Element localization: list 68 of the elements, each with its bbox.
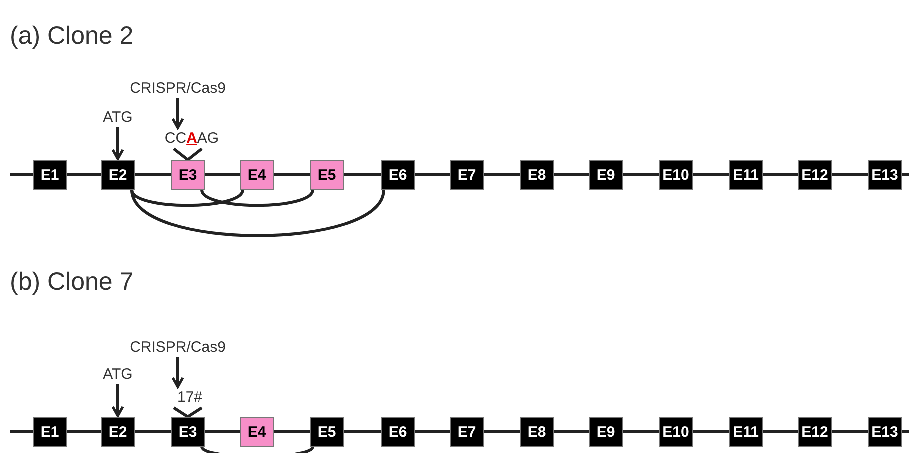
- arrow: [112, 127, 124, 160]
- splice-arc: [200, 446, 314, 453]
- exon-box: E7: [450, 417, 484, 447]
- arrow: [172, 357, 184, 388]
- splice-arc: [130, 189, 244, 208]
- exon-box: E3: [171, 417, 205, 447]
- intron-line: [415, 430, 450, 434]
- insertion-caret: [173, 406, 203, 419]
- intron-line: [832, 430, 868, 434]
- exon-box: E5: [310, 417, 344, 447]
- splice-arc: [200, 189, 314, 208]
- arrow: [172, 98, 184, 130]
- intron-line: [693, 174, 729, 176]
- intron-line: [205, 430, 240, 434]
- intron-line: [274, 174, 310, 176]
- annotation-text: ATG: [100, 365, 136, 383]
- exon-box: E4: [240, 417, 274, 447]
- exon-box: E13: [868, 160, 902, 190]
- exon-box: E13: [868, 417, 902, 447]
- exon-box: E11: [729, 417, 763, 447]
- exon-box: E2: [101, 160, 135, 190]
- exon-box: E3: [171, 160, 205, 190]
- intron-line: [415, 174, 450, 176]
- intron-line: [205, 174, 240, 176]
- exon-box: E10: [659, 160, 693, 190]
- annotation-text: 17#: [175, 388, 205, 406]
- annotation-text: CCAAG: [164, 129, 220, 147]
- intron-line: [135, 430, 171, 434]
- exon-box: E7: [450, 160, 484, 190]
- annotation-text: ATG: [100, 108, 136, 126]
- intron-line: [274, 430, 310, 434]
- intron-line: [135, 174, 171, 176]
- arrow: [112, 384, 124, 418]
- exon-box: E1: [33, 160, 67, 190]
- panel-title: (b) Clone 7: [10, 268, 134, 297]
- exon-box: E8: [520, 160, 554, 190]
- annotation-text: CRISPR/Cas9: [133, 338, 223, 356]
- exon-box: E11: [729, 160, 763, 190]
- intron-line: [344, 430, 381, 434]
- intron-line: [763, 174, 798, 176]
- intron-line: [832, 174, 868, 176]
- exon-box: E1: [33, 417, 67, 447]
- intron-line: [344, 174, 381, 176]
- intron-line: [554, 430, 589, 434]
- exon-box: E9: [589, 417, 623, 447]
- exon-box: E10: [659, 417, 693, 447]
- exon-box: E6: [381, 160, 415, 190]
- intron-line: [693, 430, 729, 434]
- intron-line: [763, 430, 798, 434]
- annotation-text: CRISPR/Cas9: [133, 79, 223, 97]
- exon-box: E12: [798, 160, 832, 190]
- intron-line: [484, 174, 520, 176]
- panel-title: (a) Clone 2: [10, 22, 134, 51]
- intron-line: [484, 430, 520, 434]
- exon-box: E4: [240, 160, 274, 190]
- exon-box: E9: [589, 160, 623, 190]
- insertion-caret: [173, 148, 203, 162]
- splice-arc: [130, 190, 386, 238]
- intron-line: [623, 430, 659, 434]
- exon-box: E2: [101, 417, 135, 447]
- exon-box: E6: [381, 417, 415, 447]
- exon-box: E5: [310, 160, 344, 190]
- intron-line: [554, 174, 589, 176]
- intron-line: [67, 174, 101, 176]
- exon-box: E8: [520, 417, 554, 447]
- intron-line: [67, 430, 101, 434]
- exon-box: E12: [798, 417, 832, 447]
- intron-line: [623, 174, 659, 176]
